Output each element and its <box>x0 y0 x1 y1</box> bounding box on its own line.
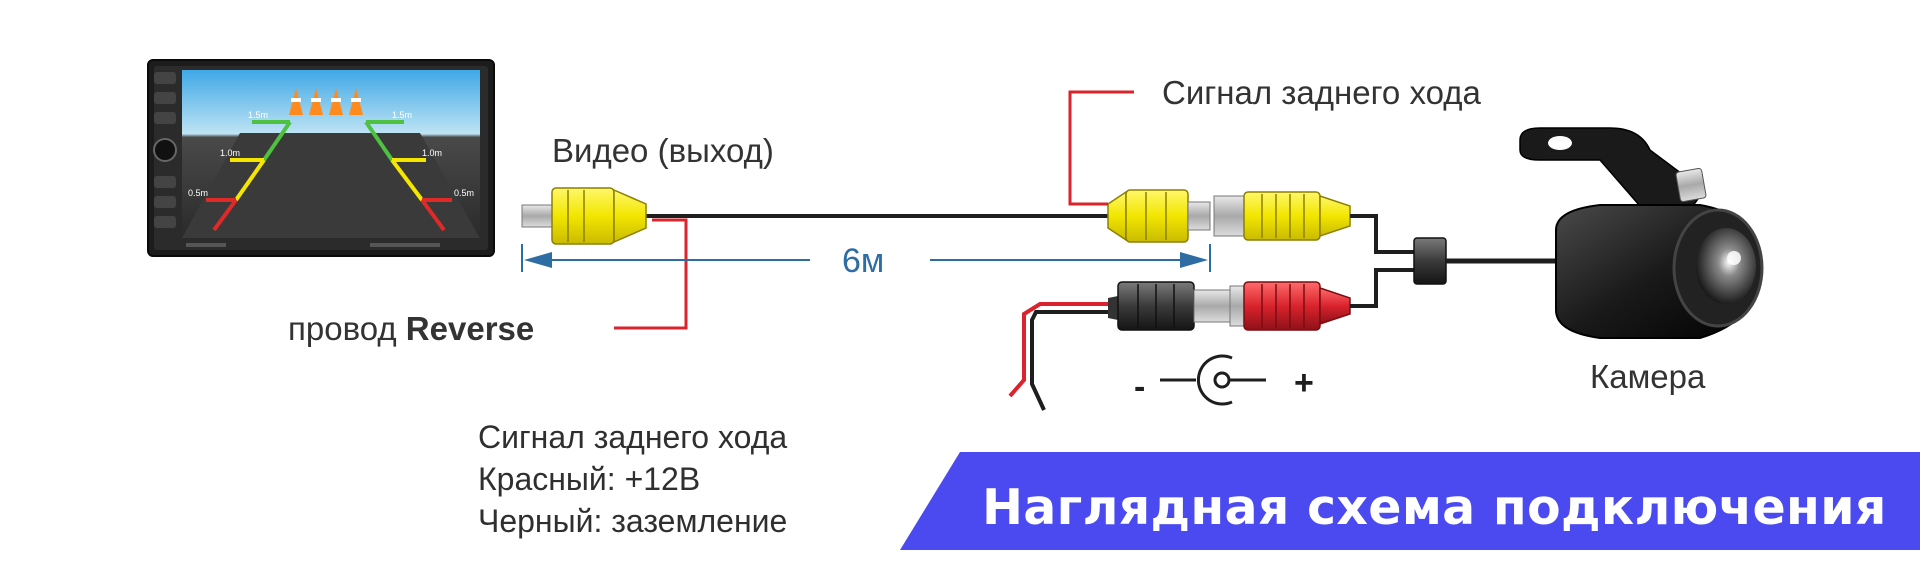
guide-label: 0.5m <box>188 188 208 198</box>
note-line: Черный: заземление <box>478 503 788 539</box>
note-line: Красный: +12В <box>478 461 701 497</box>
length-label: 6м <box>842 242 885 280</box>
polarity-plus: + <box>1294 364 1314 402</box>
arrow-left-icon <box>524 252 552 268</box>
cable-splitter <box>1350 214 1560 308</box>
arrow-right-icon <box>1180 252 1208 268</box>
polarity-symbol-icon <box>1160 354 1266 406</box>
guide-label: 1.0m <box>422 148 442 158</box>
camera-label: Камера <box>1590 358 1706 395</box>
polarity-minus: - <box>1134 368 1146 406</box>
volume-knob <box>153 138 177 162</box>
reverse-signal-line-top <box>1068 90 1134 206</box>
head-unit: 1.5m 1.5m 1.0m 1.0m 0.5m 0.5m <box>147 59 495 257</box>
reverse-signal-label-top: Сигнал заднего хода <box>1162 74 1481 111</box>
rca-video-plug-left <box>521 187 647 245</box>
power-connector-red <box>1229 281 1351 331</box>
reverse-wire-prefix: провод <box>288 310 406 347</box>
traffic-cones-icon <box>289 88 363 115</box>
reverse-wire-label: провод Reverse <box>288 312 534 345</box>
reverse-wire-line <box>614 218 688 330</box>
banner-title: Наглядная схема подключения <box>982 479 1887 536</box>
length-dimension <box>521 244 1211 272</box>
guide-label: 1.0m <box>220 148 240 158</box>
guide-label: 1.5m <box>248 110 268 120</box>
rca-video-jack-mid <box>1107 189 1211 243</box>
rca-video-plug-camera <box>1213 191 1351 241</box>
rear-camera <box>1519 127 1764 339</box>
camera-lens-icon <box>1696 228 1756 304</box>
banner-background <box>900 452 1920 550</box>
power-leads <box>1008 302 1108 411</box>
guide-label: 0.5m <box>454 188 474 198</box>
guide-label: 1.5m <box>392 110 412 120</box>
reverse-wire-bold: Reverse <box>405 310 535 347</box>
note-line: Сигнал заднего хода <box>478 419 788 455</box>
power-connector-black <box>1108 281 1231 331</box>
video-output-label: Видео (выход) <box>552 132 774 169</box>
wiring-notes: Сигнал заднего хода Красный: +12В Черный… <box>478 416 787 542</box>
